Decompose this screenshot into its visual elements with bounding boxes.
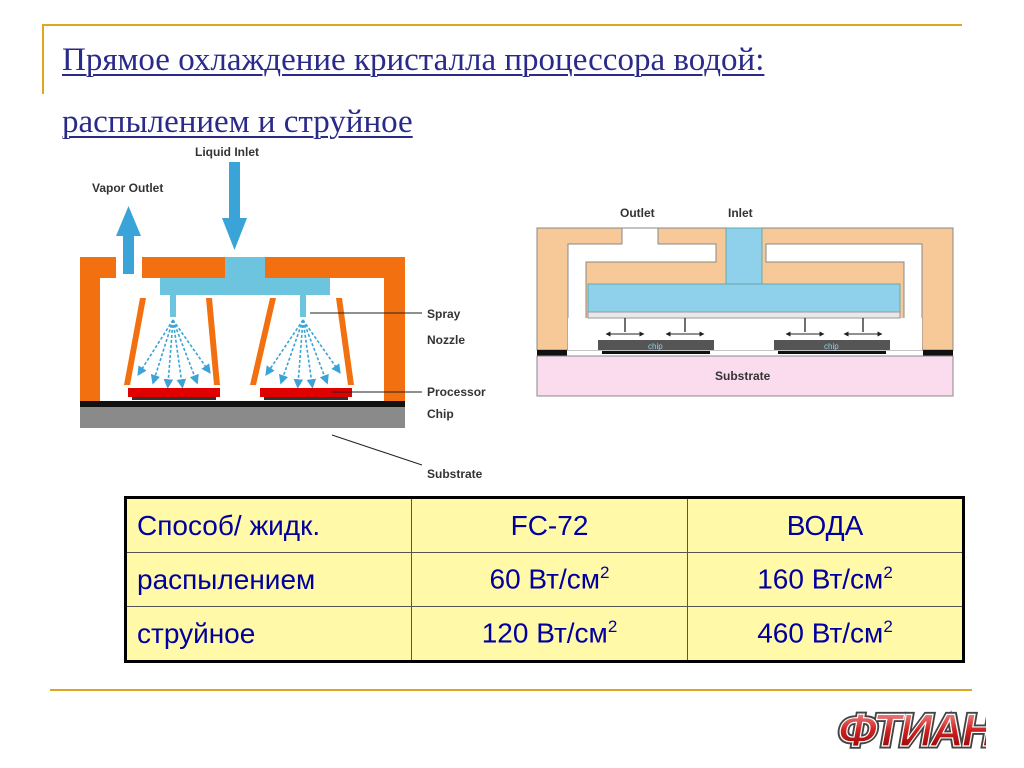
nozzle-wall (336, 298, 354, 385)
row-method: распылением (125, 552, 412, 607)
nozzle-wall (124, 298, 146, 385)
nozzle-label: Nozzle (427, 333, 465, 347)
svg-text:ФТИАН: ФТИАН (834, 704, 986, 756)
spray-cooling-svg: Liquid Inlet Vapor Outlet Spray Nozzle P… (80, 145, 486, 481)
row-method: струйное (125, 606, 412, 662)
inlet-manifold (160, 278, 330, 295)
header-method: Способ/ жидк. (125, 497, 412, 553)
substrate (80, 407, 405, 428)
inlet-label: Inlet (728, 206, 753, 220)
nozzle-wall (250, 298, 276, 385)
jet-plate (587, 311, 901, 319)
housing-cavity (100, 278, 384, 401)
slide-title-line-2: распылением и струйное (62, 104, 413, 140)
ftian-logo: ФТИАН ФТИАН (826, 700, 1001, 759)
processor-chip (128, 388, 220, 397)
jet-substrate (536, 355, 954, 397)
jet-substrate-label: Substrate (715, 369, 771, 383)
footer-rule (50, 689, 972, 691)
header-water: ВОДА (687, 497, 964, 553)
vapor-outlet-arrow (116, 206, 141, 236)
table-header-row: Способ/ жидк. FC-72 ВОДА (125, 497, 964, 553)
header-fc72: FC-72 (411, 497, 688, 553)
chip-right-label: chip (824, 342, 839, 351)
svg-text:ФТИАН: ФТИАН (834, 704, 986, 756)
spray-cooling-diagram: Liquid Inlet Vapor Outlet Spray Nozzle P… (70, 140, 500, 485)
spray-label: Spray (427, 307, 461, 321)
inlet-manifold-stem (225, 257, 265, 281)
liquid-inlet-arrow (222, 218, 247, 250)
chip-left-label: chip (648, 342, 663, 351)
jet-chip-right (774, 340, 890, 350)
row-fc72-value: 60 Вт/см2 (411, 552, 688, 607)
chip-label: Chip (427, 407, 454, 421)
outlet-label: Outlet (620, 206, 655, 220)
table-row: струйное 120 Вт/см2 460 Вт/см2 (125, 606, 964, 662)
nozzle-wall (206, 298, 220, 385)
liquid-inlet-label: Liquid Inlet (195, 145, 259, 159)
ftian-logo-svg: ФТИАН ФТИАН (832, 702, 1001, 759)
jet-inlet-channel (725, 227, 763, 285)
slide-title-line-1: Прямое охлаждение кристалла процессора в… (62, 42, 765, 78)
jet-manifold (587, 283, 901, 313)
cooling-comparison-table: Способ/ жидк. FC-72 ВОДА распылением 60 … (124, 496, 965, 663)
jet-cooling-svg: chip chip Outlet Inlet Substrate (536, 206, 954, 397)
vapor-outlet-label: Vapor Outlet (92, 181, 163, 195)
row-fc72-value: 120 Вт/см2 (411, 606, 688, 662)
jet-chip-left (598, 340, 714, 350)
row-water-value: 460 Вт/см2 (687, 606, 964, 662)
row-water-value: 160 Вт/см2 (687, 552, 964, 607)
spray-jets-right (265, 319, 341, 389)
processor-chip (260, 388, 352, 397)
table-row: распылением 60 Вт/см2 160 Вт/см2 (125, 552, 964, 607)
frame-top-rule (42, 24, 962, 26)
frame-left-rule (42, 24, 44, 94)
processor-label: Processor (427, 385, 486, 399)
jet-cooling-diagram: chip chip Outlet Inlet Substrate (530, 200, 960, 405)
spray-jets-left (137, 319, 211, 389)
substrate-label: Substrate (427, 467, 483, 481)
